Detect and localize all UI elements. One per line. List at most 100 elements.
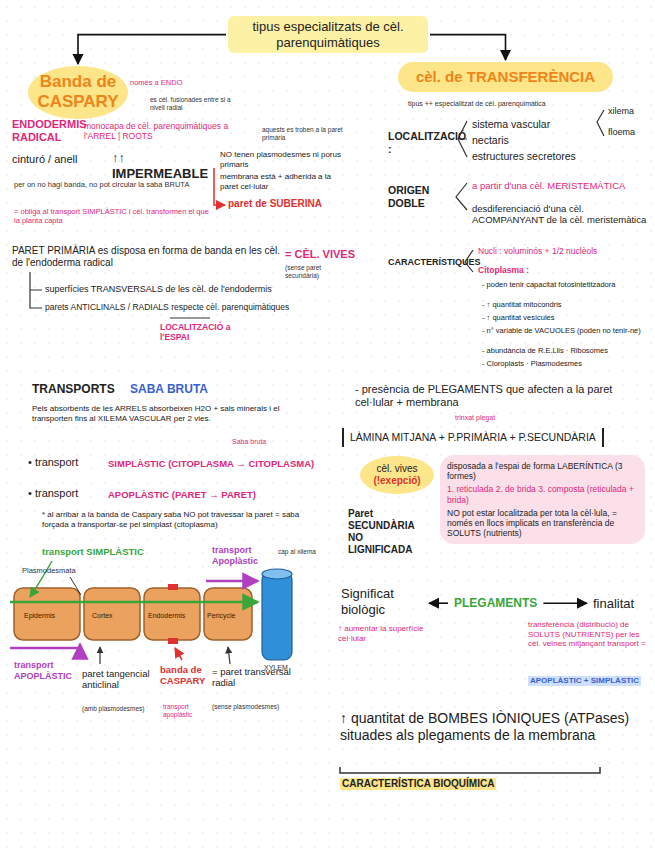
box-text: Significat biològic xyxy=(341,586,423,617)
note-text: paret de SUBERINA xyxy=(228,198,338,210)
note-text: transport apoplàstic xyxy=(163,703,208,719)
note-text: Saba bruta xyxy=(232,438,292,446)
note-text: CARACTERÍSTICA BIOQUÍMICA xyxy=(340,778,496,790)
note-text: - poden tenir capacitat fotosintetitzado… xyxy=(482,280,650,289)
box-text: cèl. de TRANSFERÈNCIA xyxy=(404,68,607,86)
note-box: disposada a l'espai de forma LABERÍNTICA… xyxy=(440,455,645,544)
note-text: SABA BRUTA xyxy=(130,382,230,396)
note-text: Epidermis xyxy=(24,612,74,620)
note-text: per on no hagi banda, no pot circular la… xyxy=(14,180,209,189)
connector-arrow xyxy=(430,35,506,60)
note-box: tipus especialitzats de cèl. parenquimàt… xyxy=(228,16,428,53)
connector-arrow xyxy=(543,602,587,604)
box-text: cèl. vives xyxy=(363,463,431,475)
box-text: Banda de CASPARY xyxy=(32,72,124,113)
note-text: - abundància de R.E.Llis · Ribosomes xyxy=(482,346,650,355)
note-text: Pericycle xyxy=(207,612,251,620)
note-text: sistema vascular xyxy=(472,118,592,131)
brace-line xyxy=(465,250,473,272)
note-box: finalitat xyxy=(590,594,637,614)
note-text: = obliga al transport SIMPLÀSTIC i cèl. … xyxy=(14,207,209,225)
note-text: ENDODERMIS RADICAL xyxy=(12,118,80,144)
note-text: desdiferenciació d'una cèl. ACOMPANYANT … xyxy=(472,203,652,226)
note-text: Paret SECUNDÀRIA NO LIGNIFICADA xyxy=(348,508,430,556)
bracket-line xyxy=(340,767,600,773)
note-text: PARET PRIMÀRIA es disposa en forma de ba… xyxy=(12,245,282,269)
note-text: Citoplasma : xyxy=(478,265,578,275)
note-text: (sense paret secundària) xyxy=(285,264,355,280)
box-text: (!exepció) xyxy=(363,475,431,487)
connector-arrow xyxy=(429,602,448,604)
box-text: LÀMINA MITJANA + P.PRIMÀRIA + P.SECUNDÀR… xyxy=(350,431,596,444)
brace-line xyxy=(597,110,604,136)
box-text: tipus especialitzats de cèl. parenquimàt… xyxy=(234,19,422,50)
note-text: només a ENDO xyxy=(130,78,190,87)
note-text: ↑ aumentar la superfície cel·lular xyxy=(338,624,438,643)
note-text: - n° variable de VACUOLES (poden no teni… xyxy=(482,326,650,335)
note-box: PLEGAMENTS xyxy=(450,594,541,612)
box-text: disposada a l'espai de forma LABERÍNTICA… xyxy=(447,461,638,481)
bracket-line xyxy=(30,272,42,308)
note-text: • transport xyxy=(28,456,106,469)
note-text: - ↑ quantitat vesícules xyxy=(482,313,650,322)
note-text: = paret transversal radial xyxy=(212,666,292,689)
note-text: xilema xyxy=(608,106,652,117)
underline xyxy=(170,317,210,318)
note-text: • transport xyxy=(28,487,106,500)
note-text: LOCALITZACIÓ : xyxy=(388,130,466,155)
note-text: - presència de PLEGAMENTS que afecten a … xyxy=(355,383,640,409)
note-text: transport SIMPLÀSTIC xyxy=(42,546,167,557)
root-illustration xyxy=(10,561,292,664)
note-box: cèl. de TRANSFERÈNCIA xyxy=(398,62,613,92)
note-text: es cèl. fusionades entre si a nivell rad… xyxy=(150,96,235,112)
note-text: (sense plasmodesmes) xyxy=(212,703,292,711)
note-text: Pels absorbents de les ARRELS absorbeixe… xyxy=(32,404,307,423)
note-text: - ↑ quantitat mitocondris xyxy=(482,300,650,309)
note-text: tipus ++ especialitzat de cèl. parenquim… xyxy=(408,100,628,108)
note-text: nectaris xyxy=(472,134,592,147)
box-text: PLEGAMENTS xyxy=(454,596,537,610)
note-text: cap al xilema xyxy=(278,548,323,556)
brace-line xyxy=(456,183,467,210)
note-text: aquests es troben a la paret primària xyxy=(262,126,352,142)
note-text: membrana està + adherida a la paret cel·… xyxy=(220,172,340,191)
note-text: (amb plasmodesmes) xyxy=(82,705,162,713)
note-box: cèl. vives(!exepció) xyxy=(360,456,434,494)
note-text: TRANSPORTS xyxy=(32,382,127,396)
note-text: APOPLÀSTIC (PARET → PARET) xyxy=(108,489,308,500)
box-text: finalitat xyxy=(593,596,634,612)
note-text: Cortex xyxy=(92,612,137,620)
note-text: * al arribar a la banda de Caspary saba … xyxy=(42,510,312,529)
note-text: parets ANTICLINALS / RADIALS respecte cè… xyxy=(45,302,345,312)
note-text: Endodermis xyxy=(148,612,198,620)
note-text: Nucli : voluminós + 1/2 nuclèols xyxy=(478,246,650,256)
box-text: NO pot estar localitzada per tota la cèl… xyxy=(447,508,638,539)
note-text: paret tangencial anticlinal xyxy=(82,668,154,691)
note-text: NO tenen plasmodesmes ni porus primaris xyxy=(220,150,350,169)
note-text: banda de CASPARY xyxy=(160,664,210,687)
note-text: - Cloroplasts · Plasmodesmes xyxy=(482,359,650,368)
note-text: monocapa de cèl. parenquimàtiques a l'AR… xyxy=(84,121,234,141)
note-text: Plasmodesmata xyxy=(22,566,102,575)
note-box: Banda de CASPARY xyxy=(28,66,128,119)
box-text: 1. reticulada 2. de brida 3. composta (r… xyxy=(447,484,638,504)
note-box: Significat biològic xyxy=(338,584,426,619)
note-text: estructures secretores xyxy=(472,150,622,163)
note-text: transport APOPLÀSTIC xyxy=(14,660,76,682)
note-text: cinturó / anell xyxy=(12,153,107,166)
connector-arrow xyxy=(78,35,226,64)
note-text: floema xyxy=(608,127,652,138)
note-text: transferència (distribució) de SOLUTS (N… xyxy=(528,620,650,649)
note-text: trinxat plegat xyxy=(455,414,535,422)
note-text: LOCALITZACIÓ a l'ESPAI xyxy=(160,322,240,342)
note-text: SIMPLÀSTIC (CITOPLASMA → CITOPLASMA) xyxy=(108,458,328,469)
note-text: superfícies TRANSVERSALS de les cèl. de … xyxy=(45,284,325,295)
note-text: a partir d'una cèl. MERISTEMÀTICA xyxy=(472,180,652,191)
note-text: transport Apoplàstic xyxy=(212,545,272,567)
note-box: LÀMINA MITJANA + P.PRIMÀRIA + P.SECUNDÀR… xyxy=(342,428,604,447)
note-text: ↑↑ IMPERMEABLE xyxy=(112,150,217,181)
note-text: = CÈL. VIVES xyxy=(285,248,360,261)
note-text: ORIGEN DOBLE xyxy=(388,184,448,209)
